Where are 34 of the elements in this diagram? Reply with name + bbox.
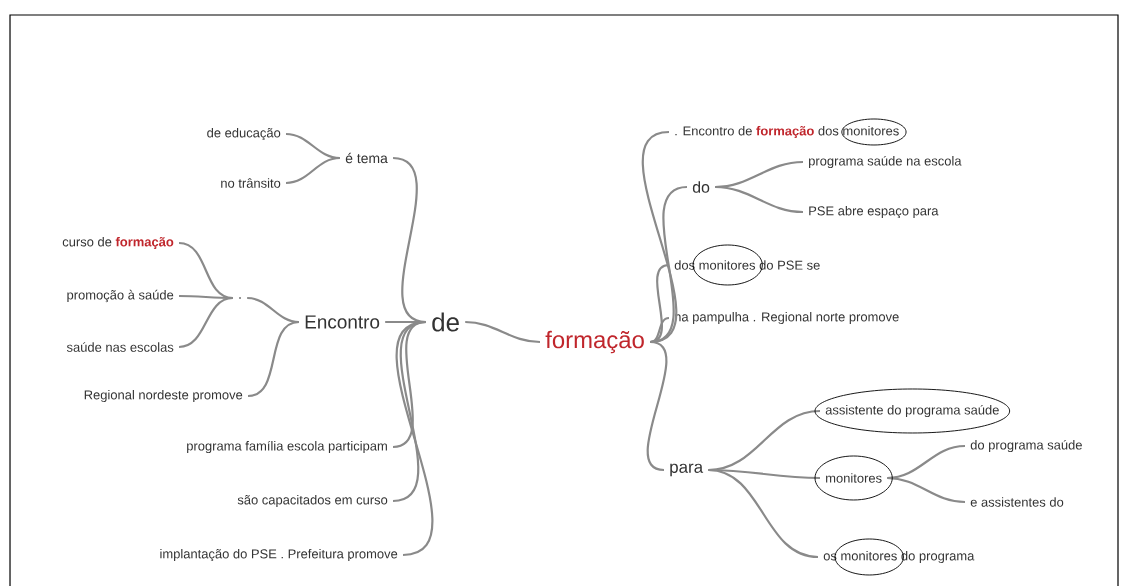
word: programa saúde na escola — [809, 155, 962, 169]
word: e assistentes do — [970, 497, 1064, 507]
branch-line — [395, 320, 434, 557]
branch-line — [715, 185, 804, 214]
word: programa família escola participam — [187, 440, 387, 454]
branch-line — [649, 316, 670, 344]
word: promoção à saúde — [67, 289, 174, 303]
word: assistente do programa saúde — [825, 404, 999, 418]
word: Encontro — [305, 315, 380, 329]
word: Regional nordeste promove — [84, 389, 243, 403]
branch-line — [646, 340, 668, 472]
branch-line — [708, 468, 819, 559]
branch-line — [641, 130, 678, 344]
word: formação — [545, 330, 644, 354]
branch-line — [465, 320, 541, 344]
word: para — [670, 463, 704, 477]
word: do programa saúde — [970, 439, 1082, 453]
word: . — [239, 297, 241, 299]
word: são capacitados em curso — [237, 494, 388, 508]
word: implantação do PSE . Prefeitura promove — [160, 548, 398, 562]
word: no trânsito — [221, 178, 281, 188]
branch-line — [247, 320, 300, 398]
branch-line — [887, 476, 966, 504]
word: PSE abre espaço para — [809, 205, 939, 219]
word: saúde nas escolas — [66, 342, 174, 352]
word: monitores — [826, 473, 882, 483]
word: do — [692, 181, 710, 193]
word: curso de formação — [62, 236, 174, 250]
branch-line — [285, 156, 341, 185]
word: . Encontro de formação dos monitores — [675, 125, 899, 139]
word: de — [432, 312, 459, 332]
branch-line — [178, 296, 234, 349]
word: é tema — [345, 152, 388, 164]
word: de educação — [207, 127, 281, 141]
